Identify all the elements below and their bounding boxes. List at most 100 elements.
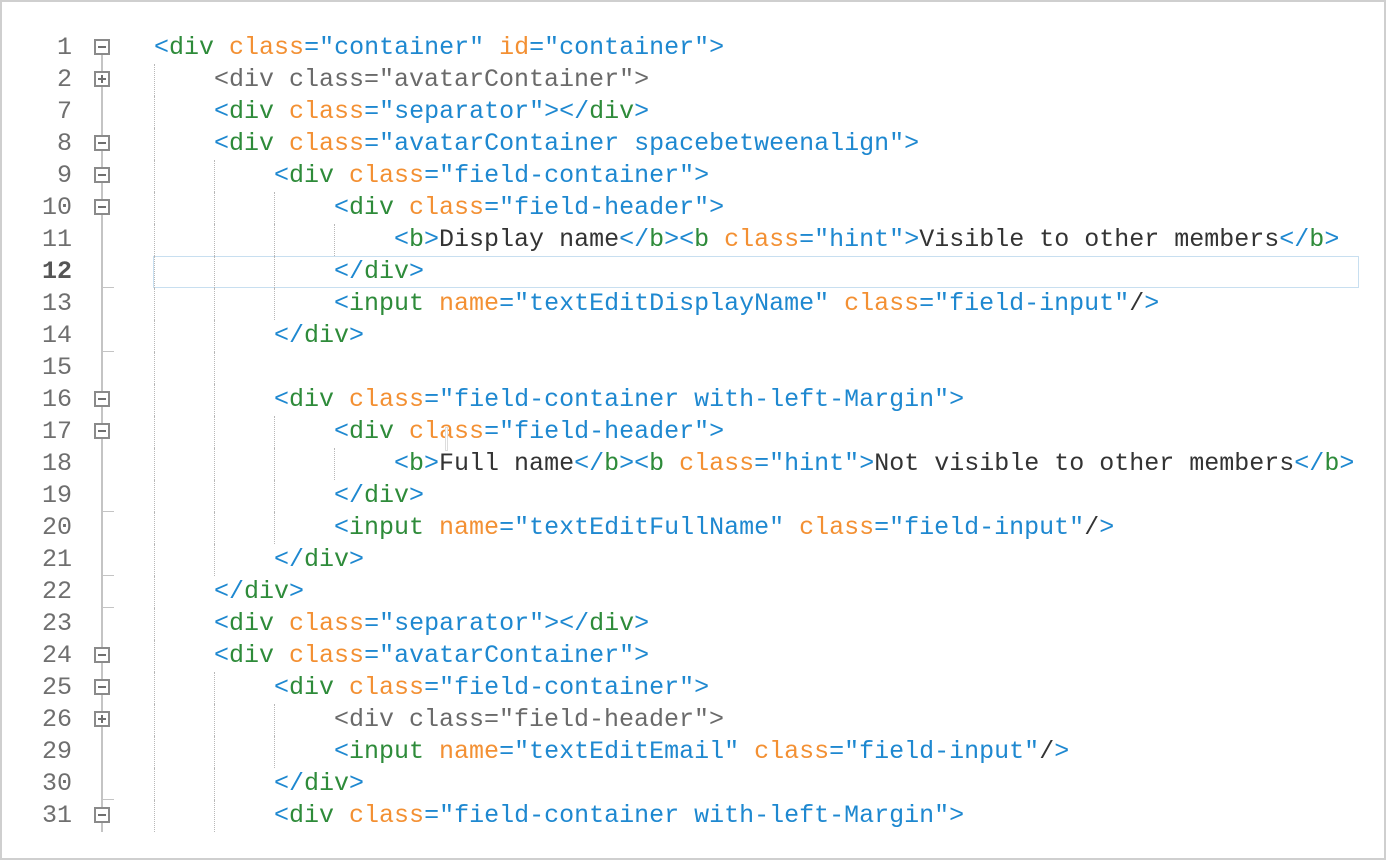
code-line[interactable]: 18 <b>Full name</b><b class="hint">Not vi… <box>2 448 1384 480</box>
code-line[interactable]: 26<div class="field-header"> <box>2 704 1384 736</box>
indent-guide <box>154 512 155 544</box>
line-number: 23 <box>41 609 72 638</box>
code-line[interactable]: 30 </div> <box>2 768 1384 800</box>
attribute-token: class <box>844 289 920 318</box>
code-text[interactable]: <div class="avatarContainer spacebetween… <box>214 128 1384 160</box>
value-token: ="field-container with-left-Margin" <box>424 801 950 830</box>
indent-guide <box>154 640 155 672</box>
code-line[interactable]: 24<div class="avatarContainer"> <box>2 640 1384 672</box>
indent-guide <box>214 192 215 224</box>
code-line[interactable]: 15 <box>2 352 1384 384</box>
code-line[interactable]: 22</div> <box>2 576 1384 608</box>
attribute-token: class <box>349 161 425 190</box>
attribute-token: name <box>439 289 500 318</box>
line-number: 18 <box>41 449 72 478</box>
code-text[interactable]: <div class="field-container"> <box>274 160 1384 192</box>
collapse-icon[interactable] <box>94 423 110 439</box>
code-text[interactable]: <div class="separator"></div> <box>214 608 1384 640</box>
code-line[interactable]: 13 <input name="textEditDisplayName" clas… <box>2 288 1384 320</box>
code-line[interactable]: 7<div class="separator"></div> <box>2 96 1384 128</box>
code-line[interactable]: 16<div class="field-container with-left-… <box>2 384 1384 416</box>
code-line[interactable]: 1 <div class="container" id="container"> <box>2 32 1384 64</box>
code-text[interactable]: <div class="field-header"> <box>334 192 1384 224</box>
code-line[interactable]: 9<div class="field-container"> <box>2 160 1384 192</box>
code-line[interactable]: 2<div class="avatarContainer"> <box>2 64 1384 96</box>
fold-gutter-line <box>101 736 103 768</box>
code-text[interactable]: <div class="field-container with-left-Ma… <box>274 800 1384 832</box>
code-text[interactable]: <input name="textEditDisplayName" class=… <box>334 288 1384 320</box>
collapse-icon[interactable] <box>94 391 110 407</box>
code-line[interactable]: 20<input name="textEditFullName" class="… <box>2 512 1384 544</box>
value-token: ="hint" <box>799 225 905 254</box>
code-editor[interactable]: 1<div class="container" id="container">2… <box>2 32 1384 832</box>
line-number: 8 <box>56 129 72 158</box>
bracket-token: > <box>289 577 305 606</box>
indent-guide <box>154 384 155 416</box>
code-text[interactable]: <div class="field-container with-left-Ma… <box>274 384 1384 416</box>
collapse-icon[interactable] <box>94 135 110 151</box>
fold-gutter-line <box>101 576 103 608</box>
bracket-token: ></ <box>544 97 590 126</box>
line-number: 13 <box>41 289 72 318</box>
code-text[interactable]: </div> <box>334 480 1384 512</box>
code-text[interactable]: <div class="field-container"> <box>274 672 1384 704</box>
fold-gutter-line <box>101 512 103 544</box>
code-line[interactable]: 23 <div class="separator"></div> <box>2 608 1384 640</box>
expand-icon[interactable] <box>94 71 110 87</box>
code-line[interactable]: 19</div> <box>2 480 1384 512</box>
code-text[interactable]: </div> <box>274 320 1384 352</box>
tag-name-token: div <box>169 33 215 62</box>
indent-guide <box>154 736 155 768</box>
collapse-icon[interactable] <box>94 167 110 183</box>
code-line[interactable]: 11<b>Display name</b><b class="hint">Vis… <box>2 224 1384 256</box>
indent-guide <box>154 320 155 352</box>
code-text[interactable]: <input name="textEditFullName" class="fi… <box>334 512 1384 544</box>
code-text[interactable]: </div> <box>214 576 1384 608</box>
code-line[interactable]: 8 <div class="avatarContainer spacebetwee… <box>2 128 1384 160</box>
bracket-token: </ <box>274 545 305 574</box>
attribute-token: name <box>439 737 500 766</box>
code-line[interactable]: 21</div> <box>2 544 1384 576</box>
code-text[interactable]: <input name="textEditEmail" class="field… <box>334 736 1384 768</box>
collapse-icon[interactable] <box>94 647 110 663</box>
text-token <box>334 673 349 702</box>
code-line[interactable]: 29<input name="textEditEmail" class="fie… <box>2 736 1384 768</box>
value-token: ="textEditDisplayName" <box>499 289 830 318</box>
code-text[interactable]: </div> <box>334 256 1384 288</box>
bracket-token: </ <box>274 769 305 798</box>
indent-guide <box>214 544 215 576</box>
code-text[interactable]: <div class="field-header"> <box>334 416 1384 448</box>
indent-guide <box>154 288 155 320</box>
collapse-icon[interactable] <box>94 807 110 823</box>
code-text[interactable]: <b>Full name</b><b class="hint">Not visi… <box>394 448 1384 480</box>
text-token: Display name <box>439 225 620 254</box>
code-text[interactable]: <b>Display name</b><b class="hint">Visib… <box>394 224 1384 256</box>
collapse-icon[interactable] <box>94 199 110 215</box>
code-line[interactable]: 31<div class="field-container with-left-… <box>2 800 1384 832</box>
bracket-token: > <box>424 225 440 254</box>
bracket-token: > <box>349 545 365 574</box>
code-line[interactable]: 10<div class="field-header"> <box>2 192 1384 224</box>
line-number: 30 <box>41 769 72 798</box>
code-text[interactable]: </div> <box>274 544 1384 576</box>
code-line[interactable]: 14</div> <box>2 320 1384 352</box>
line-number: 1 <box>56 33 72 62</box>
fold-gutter-line <box>101 352 103 384</box>
code-line[interactable]: 12</div> <box>2 256 1384 288</box>
expand-icon[interactable] <box>94 711 110 727</box>
text-token <box>484 33 499 62</box>
code-line[interactable]: 17<div class="field-header"> <box>2 416 1384 448</box>
code-text[interactable]: <div class="container" id="container"> <box>154 32 1384 64</box>
tag-name-token: div <box>304 769 350 798</box>
code-text[interactable]: <div class="avatarContainer"> <box>214 64 1384 96</box>
code-line[interactable]: 25<div class="field-container"> <box>2 672 1384 704</box>
code-text[interactable]: <div class="field-header"> <box>334 704 1384 736</box>
indent-guide <box>154 96 155 128</box>
value-token: ="field-header" <box>484 193 710 222</box>
collapse-icon[interactable] <box>94 679 110 695</box>
text-token <box>334 801 349 830</box>
collapse-icon[interactable] <box>94 39 110 55</box>
code-text[interactable]: </div> <box>274 768 1384 800</box>
code-text[interactable]: <div class="separator"></div> <box>214 96 1384 128</box>
code-text[interactable]: <div class="avatarContainer"> <box>214 640 1384 672</box>
